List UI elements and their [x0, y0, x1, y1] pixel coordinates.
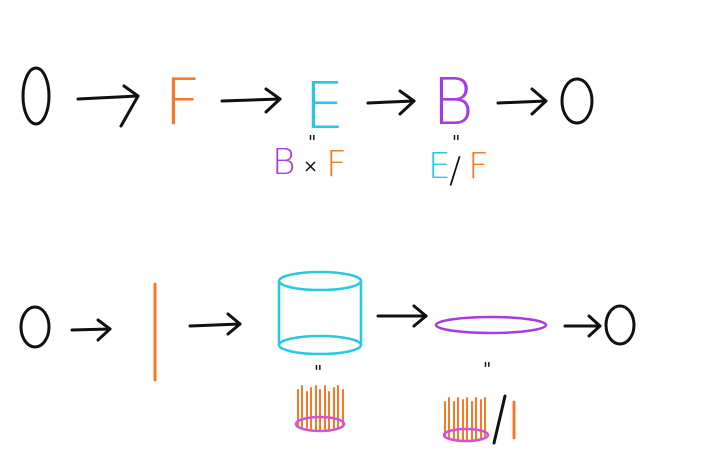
- base-B-label: B: [432, 66, 474, 140]
- right-arrow-icon: [366, 89, 416, 116]
- right-arrow-icon: [188, 312, 242, 336]
- ellipse-icon: [434, 315, 548, 335]
- times-symbol: ×: [303, 156, 318, 177]
- zero-left-glyph: [19, 305, 51, 349]
- quotient-slash: [492, 394, 507, 445]
- product-F-label: F: [326, 144, 347, 185]
- ditto-mark: ": [308, 132, 316, 153]
- right-arrow-icon: [76, 84, 140, 128]
- fiber-F-label: F: [164, 66, 201, 140]
- quotient-E-label: E: [428, 146, 451, 187]
- fibered-cylinder-icon: [442, 397, 490, 443]
- cylinder-icon: [277, 270, 363, 356]
- fibered-cylinder-icon: [294, 385, 346, 433]
- zero-right-glyph: [560, 77, 594, 125]
- exact-sequence-row: 0 F E B 0 ": [21, 66, 594, 191]
- total-space-E-label: E: [304, 70, 344, 144]
- quotient-slash: /: [449, 150, 461, 191]
- zero-right-glyph: [604, 304, 636, 346]
- ditto-mark: ": [314, 362, 322, 383]
- zero-left-glyph: [21, 66, 51, 126]
- right-arrow-icon: [376, 304, 428, 328]
- quotient-F-label: F: [468, 146, 489, 187]
- product-annotation: " B × F: [272, 132, 347, 185]
- quotient-annotation: " E / F: [428, 132, 489, 191]
- ditto-mark: ": [483, 359, 491, 380]
- pictorial-sequence-row: 0: [19, 270, 636, 445]
- right-arrow-icon: [563, 314, 602, 338]
- right-arrow-icon: [70, 318, 112, 342]
- quotient-picture: / |: [442, 394, 516, 445]
- right-arrow-icon: [496, 87, 548, 116]
- right-arrow-icon: [220, 87, 282, 114]
- product-B-label: B: [272, 142, 296, 183]
- ditto-mark: ": [452, 132, 460, 153]
